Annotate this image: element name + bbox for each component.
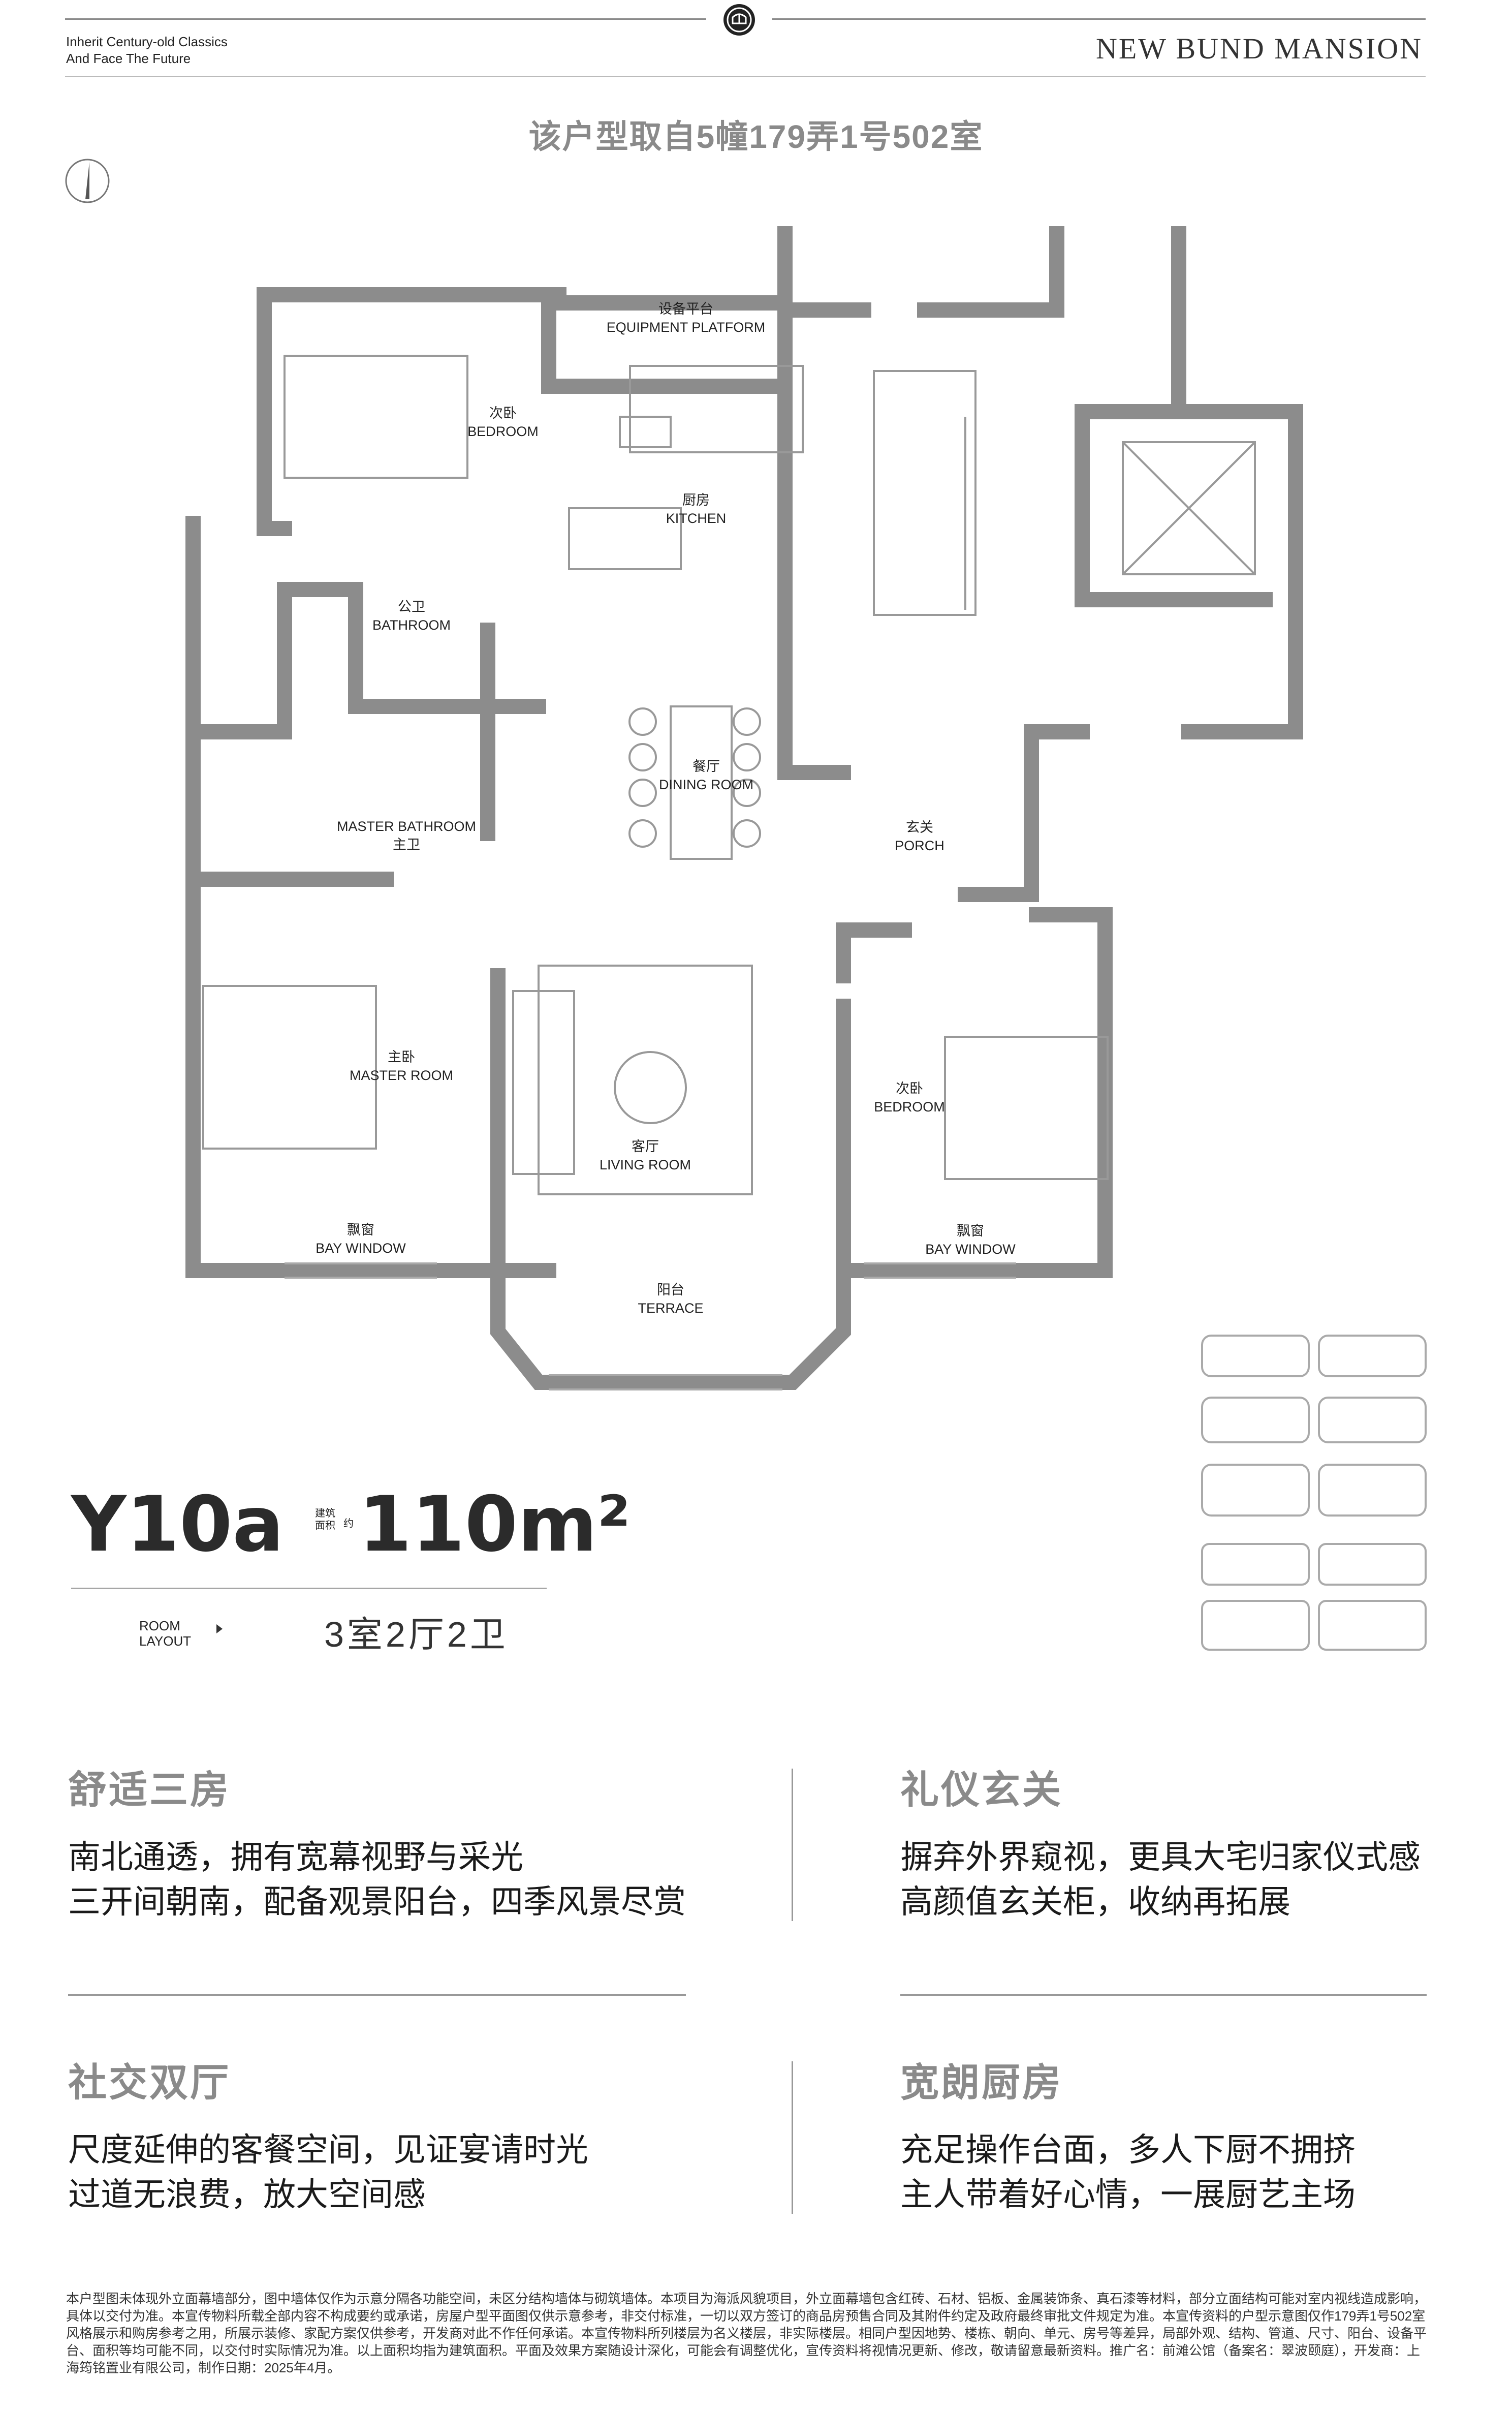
area-label-line-1: 建筑 bbox=[315, 1508, 335, 1519]
unit-area: 110m² bbox=[359, 1480, 631, 1569]
unit-source-subtitle: 该户型取自5幢179弄1号502室 bbox=[528, 118, 984, 155]
room-label-en: BEDROOM bbox=[874, 1099, 945, 1115]
feature-line: 南北通透，拥有宽幕视野与采光 bbox=[68, 1839, 523, 1875]
feature-section-1: 舒适三房 南北通透，拥有宽幕视野与采光 三开间朝南，配备观景阳台，四季风景尽赏 bbox=[68, 1758, 686, 1924]
room-label-en: KITCHEN bbox=[666, 511, 727, 526]
feature-section-3: 社交双厅 尺度延伸的客餐空间，见证宴请时光 过道无浪费，放大空间感 bbox=[68, 2051, 588, 2217]
feature-divider-vertical-2 bbox=[792, 2061, 793, 2214]
feature-line: 过道无浪费，放大空间感 bbox=[68, 2176, 426, 2213]
legal-disclaimer: 本户型图未体现外立面幕墙部分，图中墙体仅作为示意分隔各功能空间，未区分结构墙体与… bbox=[66, 2291, 1427, 2375]
feature-title: 宽朗厨房 bbox=[900, 2061, 1063, 2105]
room-label-en: TERRACE bbox=[638, 1301, 704, 1316]
room-label-en: BAY WINDOW bbox=[925, 1242, 1016, 1257]
feature-line: 高颜值玄关柜，收纳再拓展 bbox=[900, 1883, 1290, 1920]
room-layout-label-line-1: ROOM bbox=[139, 1618, 180, 1633]
room-label-bedroom-nw: 次卧 BEDROOM bbox=[452, 404, 554, 441]
room-label-zh: 餐厅 bbox=[692, 759, 720, 774]
header-rule-right bbox=[772, 18, 1426, 20]
room-label-bedroom-se: 次卧 BEDROOM bbox=[859, 1079, 960, 1116]
feature-line: 主人带着好心情，一展厨艺主场 bbox=[900, 2176, 1356, 2213]
unit-code: Y10a bbox=[71, 1480, 284, 1569]
feature-title: 舒适三房 bbox=[68, 1769, 231, 1812]
feature-section-4: 宽朗厨房 充足操作台面，多人下厨不拥挤 主人带着好心情，一展厨艺主场 bbox=[900, 2051, 1356, 2217]
room-label-zh: 主卧 bbox=[388, 1049, 415, 1065]
room-label-zh: 设备平台 bbox=[658, 301, 713, 317]
brand-name: NEW BUND MANSION bbox=[1095, 32, 1423, 65]
header-tagline: Inherit Century-old Classics And Face Th… bbox=[66, 34, 228, 67]
room-label-zh: 主卫 bbox=[393, 837, 420, 852]
room-layout-label-line-2: LAYOUT bbox=[139, 1633, 192, 1649]
room-label-living: 客厅 LIVING ROOM bbox=[579, 1137, 711, 1174]
logo-emblem-icon bbox=[721, 2, 757, 40]
building-key-plan bbox=[1197, 1332, 1431, 1659]
room-layout-label: ROOM LAYOUT bbox=[139, 1618, 191, 1649]
room-label-dining: 餐厅 DINING ROOM bbox=[645, 757, 767, 794]
room-label-en: MASTER BATHROOM bbox=[336, 819, 476, 834]
room-label-zh: 次卧 bbox=[896, 1081, 923, 1096]
room-label-zh: 公卫 bbox=[398, 599, 425, 614]
room-label-en: PORCH bbox=[895, 838, 944, 853]
feature-divider-horizontal-right bbox=[900, 1994, 1427, 1996]
room-label-en: EQUIPMENT PLATFORM bbox=[606, 320, 766, 335]
room-label-zh: 次卧 bbox=[489, 406, 517, 421]
room-label-en: LIVING ROOM bbox=[599, 1157, 691, 1172]
room-label-bathroom: 公卫 BATHROOM bbox=[356, 598, 467, 634]
room-layout-value: 3室2厅2卫 bbox=[324, 1615, 509, 1654]
room-label-en: DINING ROOM bbox=[659, 777, 753, 792]
room-label-en: BEDROOM bbox=[467, 424, 539, 439]
room-label-bay-window-west: 飘窗 BAY WINDOW bbox=[295, 1221, 427, 1257]
feature-title: 社交双厅 bbox=[68, 2061, 231, 2105]
room-label-bay-window-east: 飘窗 BAY WINDOW bbox=[904, 1222, 1036, 1258]
feature-divider-horizontal-left bbox=[68, 1994, 686, 1996]
room-label-terrace: 阳台 TERRACE bbox=[610, 1281, 732, 1317]
header-rule-left bbox=[65, 18, 706, 20]
area-label-line-2: 面积 bbox=[315, 1520, 335, 1531]
feature-divider-vertical-1 bbox=[792, 1769, 793, 1921]
room-label-en: BATHROOM bbox=[372, 617, 451, 633]
room-label-zh: 玄关 bbox=[906, 820, 933, 835]
feature-line: 尺度延伸的客餐空间，见证宴请时光 bbox=[68, 2131, 588, 2168]
tagline-line-2: And Face The Future bbox=[66, 51, 191, 66]
room-label-equipment: 设备平台 EQUIPMENT PLATFORM bbox=[600, 300, 772, 336]
room-label-master-room: 主卧 MASTER ROOM bbox=[335, 1048, 467, 1085]
feature-line: 摒弃外界窥视，更具大宅归家仪式感 bbox=[900, 1839, 1421, 1875]
feature-section-2: 礼仪玄关 摒弃外界窥视，更具大宅归家仪式感 高颜值玄关柜，收纳再拓展 bbox=[900, 1758, 1421, 1924]
room-label-zh: 飘窗 bbox=[957, 1223, 984, 1239]
unit-rule bbox=[71, 1588, 547, 1589]
tagline-line-1: Inherit Century-old Classics bbox=[66, 34, 228, 49]
room-label-zh: 飘窗 bbox=[347, 1222, 374, 1238]
header-bottom-rule bbox=[65, 76, 1426, 77]
feature-line: 三开间朝南，配备观景阳台，四季风景尽赏 bbox=[68, 1883, 686, 1920]
room-label-zh: 客厅 bbox=[632, 1139, 659, 1154]
floor-plan bbox=[65, 159, 1303, 1390]
room-label-en: MASTER ROOM bbox=[349, 1068, 453, 1083]
feature-title: 礼仪玄关 bbox=[900, 1769, 1063, 1812]
area-label: 建筑 面积 bbox=[315, 1507, 345, 1532]
room-label-kitchen: 厨房 KITCHEN bbox=[645, 491, 747, 528]
room-label-en: BAY WINDOW bbox=[316, 1241, 406, 1256]
play-arrow-icon bbox=[216, 1624, 223, 1633]
area-approx-label: 约 bbox=[343, 1518, 354, 1529]
north-arrow-icon bbox=[65, 159, 110, 203]
room-label-zh: 阳台 bbox=[657, 1282, 684, 1297]
room-label-master-bath: MASTER BATHROOM 主卫 bbox=[325, 817, 488, 854]
room-label-zh: 厨房 bbox=[682, 492, 710, 508]
feature-line: 充足操作台面，多人下厨不拥挤 bbox=[900, 2131, 1356, 2168]
room-label-porch: 玄关 PORCH bbox=[874, 818, 965, 855]
